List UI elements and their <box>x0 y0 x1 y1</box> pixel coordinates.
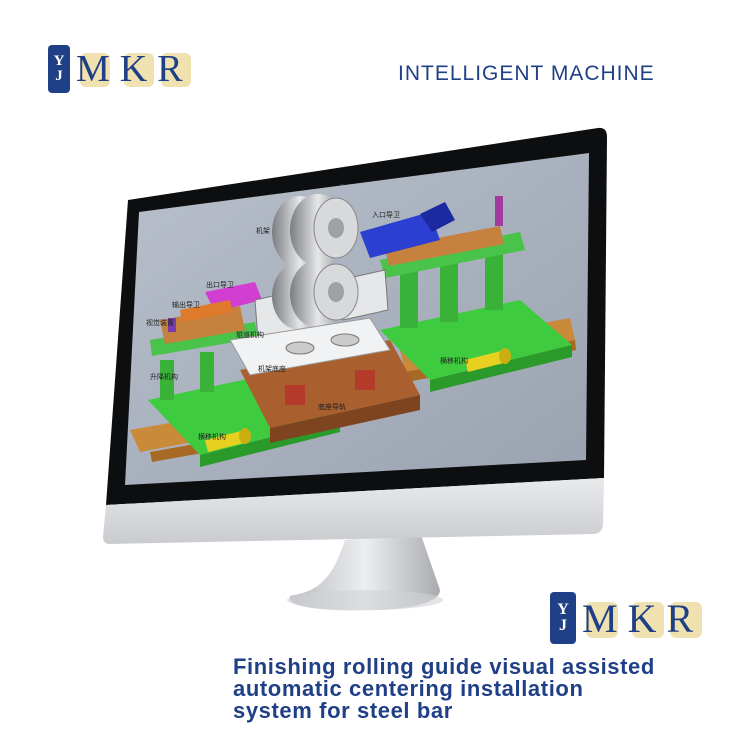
logo-letter-r: R <box>666 595 703 642</box>
logo-letter-k: K <box>628 595 664 642</box>
monitor-chin <box>103 478 604 544</box>
tagline: INTELLIGENT MACHINE <box>398 62 655 85</box>
mark-letter-j: J <box>559 617 567 634</box>
left-shaft <box>205 430 248 452</box>
machine-render <box>130 194 576 467</box>
green-base-right <box>380 300 572 380</box>
product-title-line-3: system for steel bar <box>233 698 453 723</box>
screen-label-left-small: 视觉装置 <box>146 320 174 327</box>
lower-roller <box>272 260 359 330</box>
product-title-line-2: automatic centering installation <box>233 676 584 701</box>
screen-label-center-left: 辊道机构 <box>236 332 264 339</box>
brand-logo-top: Y J M K R <box>48 45 193 93</box>
logo-letter-k: K <box>120 47 154 91</box>
mark-letter-j: J <box>55 68 63 84</box>
screen-label-right-track: 横移机构 <box>440 358 468 365</box>
upper-roller <box>272 194 359 268</box>
yj-mark-icon: Y J <box>550 592 576 644</box>
screen-label-left-upper: 输出导卫 <box>172 302 200 309</box>
product-title-line-1: Finishing rolling guide visual assisted <box>233 654 655 679</box>
screen-label-bottom-left: 横移机构 <box>198 434 226 441</box>
screen-label-left-pink: 出口导卫 <box>206 282 234 289</box>
product-title: Finishing rolling guide visual assisted … <box>233 656 733 722</box>
logo-letter-r: R <box>157 47 192 91</box>
brand-logo-bottom: Y J M K R <box>550 592 703 644</box>
yj-mark-icon: Y J <box>48 45 70 93</box>
right-shaft <box>465 350 508 372</box>
screen-label-top-right: 入口导卫 <box>372 212 400 219</box>
screen-label-bottom-center: 底座导轨 <box>318 404 346 411</box>
screen-label-center-tag: 机架底座 <box>258 366 286 373</box>
mark-letter-y: Y <box>53 53 65 69</box>
screen-label-left-column: 升降机构 <box>150 374 178 381</box>
logo-letter-m: M <box>76 48 110 90</box>
monitor-stand <box>290 532 440 611</box>
logo-letter-m: M <box>582 595 618 641</box>
mark-letter-y: Y <box>557 601 569 618</box>
right-blue-guide <box>360 212 440 258</box>
screen-label-roller: 机架 <box>256 228 270 235</box>
